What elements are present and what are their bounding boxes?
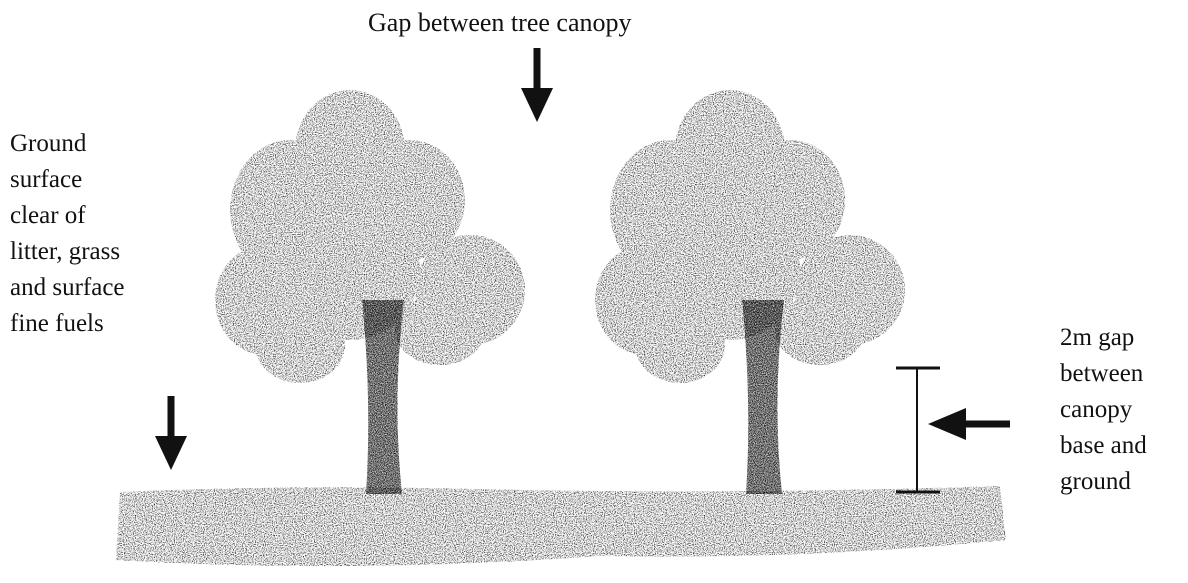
canopy-gap-text: Gap between tree canopy bbox=[368, 6, 631, 40]
canopy-base-gap-marker bbox=[896, 368, 940, 492]
ground-surface-arrow bbox=[155, 396, 187, 470]
canopy-base-gap-line-5: ground bbox=[1060, 464, 1147, 500]
ground-surface-line-3: clear of bbox=[10, 198, 125, 234]
canopy-base-gap-line-2: between bbox=[1060, 356, 1147, 392]
ground-surface bbox=[116, 486, 1006, 566]
canopy-gap-label: Gap between tree canopy bbox=[368, 6, 631, 40]
tree-left bbox=[215, 90, 525, 494]
canopy-base-gap-label: 2m gap between canopy base and ground bbox=[1060, 320, 1147, 500]
ground-surface-line-4: litter, grass bbox=[10, 234, 125, 270]
ground-surface-line-6: fine fuels bbox=[10, 306, 125, 342]
canopy-gap-arrow bbox=[521, 48, 553, 122]
canopy-base-gap-arrow bbox=[928, 408, 1010, 440]
tree-right bbox=[595, 90, 905, 494]
canopy-base-gap-line-3: canopy bbox=[1060, 392, 1147, 428]
canopy-base-gap-line-4: base and bbox=[1060, 428, 1147, 464]
canopy-base-gap-line-1: 2m gap bbox=[1060, 320, 1147, 356]
ground-surface-line-5: and surface bbox=[10, 270, 125, 306]
ground-surface-line-2: surface bbox=[10, 162, 125, 198]
ground-surface-label: Ground surface clear of litter, grass an… bbox=[10, 126, 125, 342]
ground-surface-line-1: Ground bbox=[10, 126, 125, 162]
